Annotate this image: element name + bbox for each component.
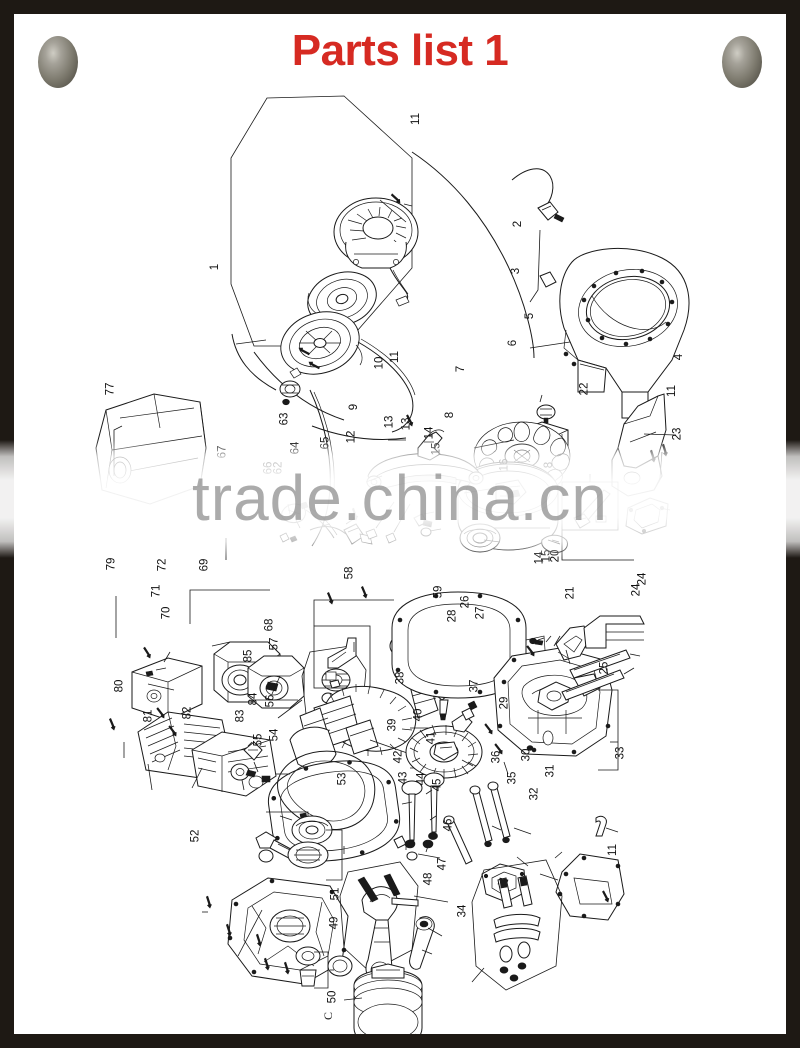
part-callout-27: 27 <box>474 606 487 620</box>
part-callout-36: 36 <box>490 750 503 764</box>
part-callout-69: 69 <box>198 558 211 572</box>
part-callout-65: 65 <box>319 436 332 450</box>
part-callout-4: 4 <box>673 353 686 361</box>
part-callout-8: 8 <box>444 411 457 419</box>
part-callout-11: 11 <box>665 385 678 397</box>
diagram-artwork: .ln { fill:none; stroke:#1a1a1a; stroke-… <box>95 95 690 1034</box>
part-callout-71: 71 <box>150 584 163 598</box>
part-callout-24: 24 <box>630 583 643 597</box>
part-callout-28: 28 <box>446 609 459 623</box>
part-callout-58: 58 <box>343 566 356 580</box>
part-callout-57: 57 <box>268 637 281 651</box>
part-callout-45: 45 <box>431 778 444 792</box>
parts-sheet: Parts list 1 .ln { fill:none; stroke:#1a… <box>14 14 786 1034</box>
part-callout-53: 53 <box>336 772 349 786</box>
part-callout-2: 2 <box>512 220 525 228</box>
part-callout-30: 30 <box>520 748 533 762</box>
part-callout-68: 68 <box>263 618 276 632</box>
part-callout-59: 59 <box>432 585 445 599</box>
part-callout-40: 40 <box>412 708 425 722</box>
part-callout-9: 9 <box>348 403 361 411</box>
part-callout-16: 16 <box>498 458 511 472</box>
part-callout-51: 51 <box>329 887 342 901</box>
page-title: Parts list 1 <box>291 26 509 75</box>
part-callout-64: 64 <box>289 441 302 455</box>
part-callout-20: 20 <box>549 549 562 563</box>
part-callout-3: 3 <box>510 267 523 275</box>
part-callout-47: 47 <box>436 857 449 871</box>
part-callout-1: 1 <box>209 263 222 271</box>
part-callout-11: 11 <box>606 844 619 856</box>
part-callout-15: 15 <box>430 442 443 456</box>
part-callout-44: 44 <box>415 772 428 786</box>
part-callout-7: 7 <box>455 365 468 373</box>
part-callout-14: 14 <box>423 426 436 440</box>
knob-left-icon <box>38 36 78 88</box>
part-callout-39: 39 <box>386 718 399 732</box>
part-callout-11: 11 <box>409 113 422 125</box>
part-callout-23: 23 <box>671 427 684 441</box>
part-callout-13: 13 <box>400 417 413 431</box>
part-callout-37: 37 <box>468 679 481 693</box>
part-callout-84: 84 <box>247 692 260 706</box>
part-callout-81: 81 <box>142 709 155 723</box>
part-callout-63: 63 <box>278 412 291 426</box>
part-callout-49: 49 <box>328 916 341 930</box>
part-callout-80: 80 <box>113 679 126 693</box>
part-callout-52: 52 <box>189 829 202 843</box>
part-callout-12: 12 <box>345 430 358 444</box>
part-callout-85: 85 <box>242 649 255 663</box>
part-callout-77: 77 <box>104 382 117 396</box>
part-callout-48: 48 <box>422 872 435 886</box>
exploded-parts-diagram: .ln { fill:none; stroke:#1a1a1a; stroke-… <box>14 90 786 1034</box>
part-callout-32: 32 <box>528 787 541 801</box>
part-callout-46: 46 <box>442 818 455 832</box>
part-callout-41: 41 <box>425 731 438 745</box>
part-callout-83: 83 <box>234 709 247 723</box>
part-callout-54: 54 <box>268 728 281 742</box>
knob-right-icon <box>722 36 762 88</box>
part-callout-67: 67 <box>216 445 229 459</box>
part-callout-79: 79 <box>105 557 118 571</box>
part-callout-50: 50 <box>326 990 339 1004</box>
part-callout-34: 34 <box>456 904 469 918</box>
part-callout-55: 55 <box>252 733 265 747</box>
part-callout-82: 82 <box>181 706 194 720</box>
part-callout-29: 29 <box>498 696 511 710</box>
part-callout-6: 6 <box>507 339 520 347</box>
part-callout-11: 11 <box>388 351 401 363</box>
part-callout-26: 26 <box>459 595 472 609</box>
part-callout-56: 56 <box>264 694 277 708</box>
part-callout-25: 25 <box>598 661 611 675</box>
part-callout-8: 8 <box>543 461 556 469</box>
part-callout-10: 10 <box>373 356 386 370</box>
part-callout-21: 21 <box>564 586 577 600</box>
part-callout-72: 72 <box>156 558 169 572</box>
svg-text:C: C <box>321 1012 335 1020</box>
sheet-header: Parts list 1 <box>14 14 786 90</box>
part-callout-70: 70 <box>160 606 173 620</box>
part-callout-22: 22 <box>578 382 591 396</box>
part-callout-42: 42 <box>392 750 405 764</box>
part-callout-13: 13 <box>383 415 396 429</box>
part-callout-35: 35 <box>506 771 519 785</box>
part-callout-62: 62 <box>272 461 285 475</box>
part-callout-38: 38 <box>394 671 407 685</box>
part-callout-43: 43 <box>397 771 410 785</box>
part-callout-31: 31 <box>544 764 557 778</box>
part-callout-33: 33 <box>614 746 627 760</box>
part-callout-5: 5 <box>524 312 537 320</box>
